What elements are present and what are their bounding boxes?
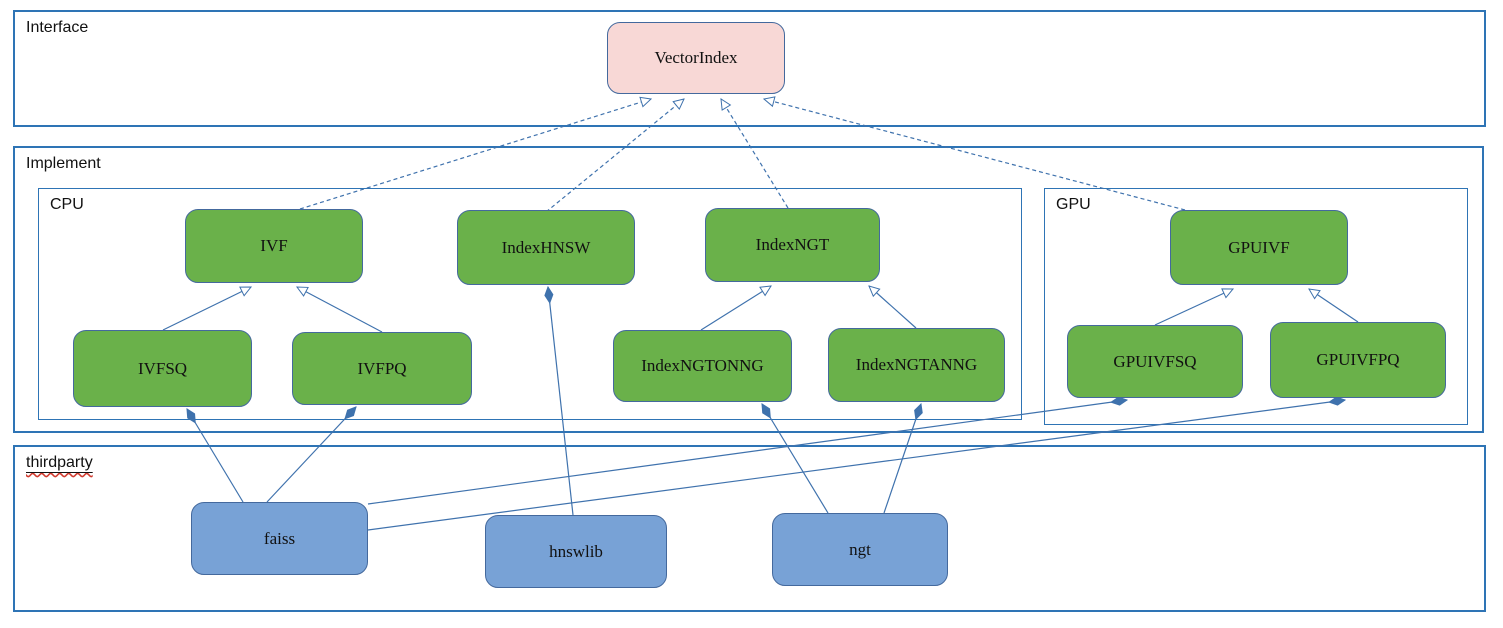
edge-faiss-ivfsq[interactable] (187, 409, 244, 503)
node-vectorindex[interactable]: VectorIndex (607, 22, 785, 94)
edge-faiss-gpuivfpq[interactable] (367, 400, 1345, 531)
node-ngt-label: ngt (849, 539, 871, 559)
node-indexhnsw[interactable]: IndexHNSW (457, 210, 635, 285)
edge-ngt-indexngtonng[interactable] (762, 404, 829, 514)
node-faiss[interactable]: faiss (191, 502, 368, 575)
container-gpu[interactable]: GPU (1044, 188, 1468, 425)
node-ngt[interactable]: ngt (772, 513, 948, 586)
container-cpu[interactable]: CPU (38, 188, 1022, 420)
edge-indexngt-vectorindex[interactable] (721, 99, 789, 209)
node-gpuivfpq[interactable]: GPUIVFPQ (1270, 322, 1446, 398)
container-interface[interactable]: Interface (13, 10, 1486, 127)
edge-faiss-ivfpq[interactable] (266, 407, 356, 503)
node-faiss-label: faiss (263, 528, 296, 548)
container-thirdparty[interactable]: thirdparty (13, 445, 1486, 612)
node-indexngtanng-label: IndexNGTANNG (855, 355, 978, 374)
node-indexngtanng[interactable]: IndexNGTANNG (828, 328, 1005, 402)
node-ivf-label: IVF (260, 236, 288, 255)
node-vectorindex-label: VectorIndex (654, 48, 738, 67)
node-indexhnsw-label: IndexHNSW (501, 237, 591, 257)
edge-ivf-vectorindex[interactable] (299, 99, 651, 210)
container-cpu-label: CPU (50, 196, 84, 213)
container-thirdparty-label: thirdparty (26, 454, 93, 472)
node-indexngtonng[interactable]: IndexNGTONNG (613, 330, 792, 402)
container-thirdparty-text: thirdparty (26, 454, 93, 471)
edge-indexhnsw-vectorindex[interactable] (545, 99, 684, 213)
node-indexngt-label: IndexNGT (755, 235, 830, 254)
node-ivfpq-label: IVFPQ (357, 358, 407, 378)
container-implement-label: Implement (26, 155, 101, 172)
node-ivfpq[interactable]: IVFPQ (292, 332, 472, 405)
container-implement[interactable]: Implement (13, 146, 1484, 433)
node-indexngtonng-label: IndexNGTONNG (641, 356, 764, 375)
edge-gpuivf-vectorindex[interactable] (764, 99, 1186, 211)
node-ivf[interactable]: IVF (185, 209, 363, 283)
node-gpuivfsq[interactable]: GPUIVFSQ (1067, 325, 1243, 398)
edge-ivfsq-ivf[interactable] (162, 286, 251, 331)
edge-gpuivfsq-gpuivf[interactable] (1154, 289, 1233, 326)
edge-gpuivfpq-gpuivf[interactable] (1309, 289, 1359, 323)
edge-indexngtanng-indexngt[interactable] (869, 286, 917, 329)
node-gpuivf[interactable]: GPUIVF (1170, 210, 1348, 285)
node-ivfsq[interactable]: IVFSQ (73, 330, 252, 407)
container-gpu-label: GPU (1056, 196, 1091, 213)
edge-indexngtonng-indexngt[interactable] (700, 286, 771, 331)
node-gpuivfsq-label: GPUIVFSQ (1113, 351, 1197, 371)
node-hnswlib[interactable]: hnswlib (485, 515, 667, 588)
node-hnswlib-label: hnswlib (549, 541, 603, 561)
node-indexngt[interactable]: IndexNGT (705, 208, 880, 282)
node-gpuivf-label: GPUIVF (1228, 237, 1290, 257)
container-interface-label: Interface (26, 19, 89, 36)
edge-faiss-gpuivfsq[interactable] (367, 400, 1127, 505)
edge-ivfpq-ivf[interactable] (297, 287, 383, 333)
node-gpuivfpq-label: GPUIVFPQ (1316, 350, 1400, 369)
node-ivfsq-label: IVFSQ (137, 358, 188, 378)
